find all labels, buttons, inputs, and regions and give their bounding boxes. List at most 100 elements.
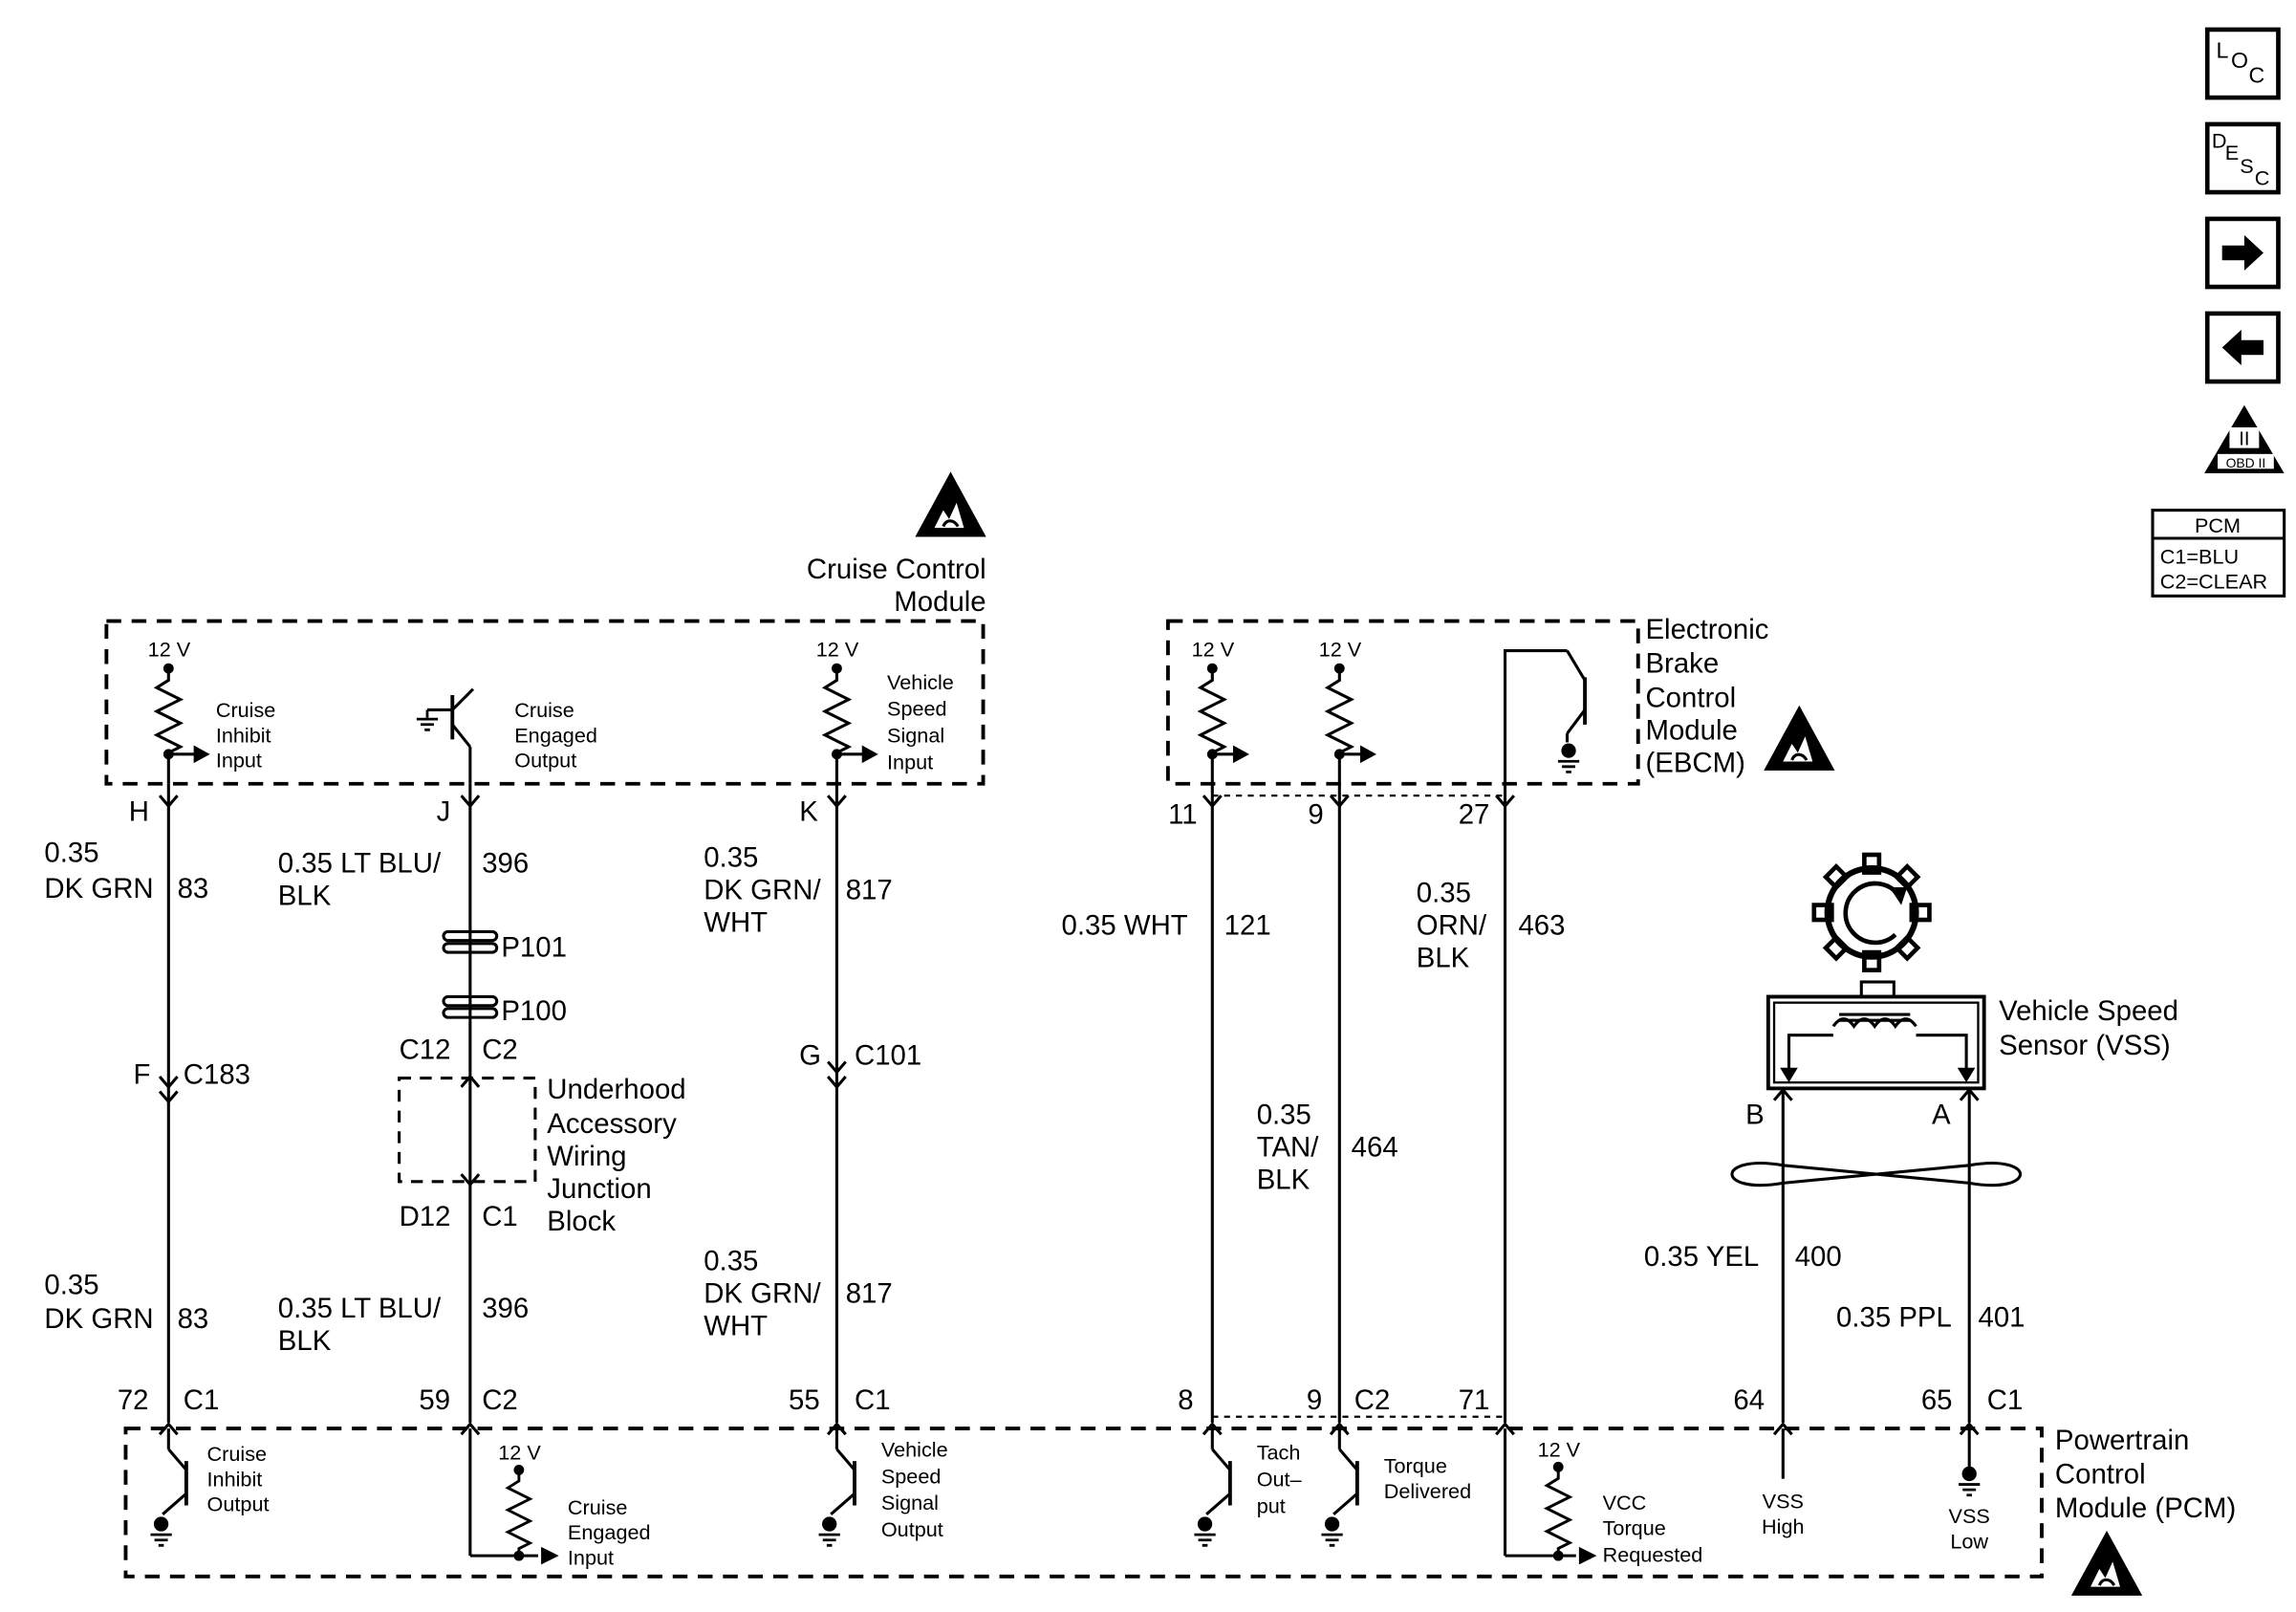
svg-text:C1: C1 [184,1384,220,1416]
svg-text:Cruise: Cruise [514,698,574,722]
svg-text:E: E [2225,141,2239,164]
ebcm-title-1: Electronic [1645,614,1768,645]
svg-text:Output: Output [881,1517,943,1541]
svg-text:0.35 WHT: 0.35 WHT [1062,910,1188,942]
svg-text:Cruise: Cruise [568,1495,628,1519]
obd-ii-button[interactable]: II OBD II [2204,404,2285,473]
svg-text:Output: Output [207,1492,270,1516]
svg-text:BLK: BLK [278,1325,332,1357]
svg-text:9: 9 [1308,799,1323,831]
svg-text:Delivered: Delivered [1384,1479,1471,1503]
ccm-title-2: Module [894,586,986,618]
ebcm-pullups: 12 V 12 V [1192,638,1587,784]
pcm-torque-delivered: Torque Delivered [1319,1428,1471,1547]
svg-text:0.35 LT BLU/: 0.35 LT BLU/ [278,848,442,880]
left-arrow-icon [2221,329,2264,366]
svg-text:401: 401 [1978,1301,2025,1333]
svg-text:C12: C12 [400,1034,451,1065]
svg-text:C101: C101 [855,1040,921,1072]
pcm-vss-low: VSS Low [1949,1428,1990,1553]
svg-text:C2: C2 [482,1384,518,1416]
pcm-pin-labels: 72 C1 59 C2 55 C1 8 9 C2 71 64 65 C1 [118,1384,2023,1416]
svg-text:Torque: Torque [1384,1454,1447,1478]
pcm-module: Powertrain Control Module (PCM) [123,1425,2236,1598]
desc-button[interactable]: D E S C [2204,121,2281,195]
svg-text:0.35: 0.35 [704,841,758,873]
svg-text:F: F [134,1059,151,1091]
wire-463 [1495,783,1515,1436]
svg-text:Speed: Speed [881,1464,942,1488]
svg-text:BLK: BLK [1417,943,1470,974]
connector-c101: G C101 [799,1040,921,1072]
svg-text:0.35: 0.35 [1257,1099,1311,1130]
ebcm-title-4: Module [1645,714,1737,746]
svg-text:D: D [2212,129,2227,153]
right-arrow-icon [2221,234,2264,272]
svg-text:11: 11 [1168,799,1198,831]
loc-button[interactable]: L O C [2204,27,2281,100]
svg-text:72: 72 [118,1384,149,1416]
svg-text:High: High [1762,1514,1805,1538]
svg-text:463: 463 [1518,910,1565,942]
pin-labels-top: H J K 11 9 27 [129,795,1490,830]
svg-text:Out–: Out– [1257,1467,1303,1491]
svg-text:27: 27 [1459,799,1490,831]
wire-83 [158,783,179,1436]
svg-text:Vehicle Speed: Vehicle Speed [1999,995,2178,1027]
svg-text:K: K [799,795,818,827]
svg-text:396: 396 [482,1293,529,1324]
pcm-vcc-torque-requested: 12 V VCC Torque Requested [1503,1428,1702,1566]
svg-text:Inhibit: Inhibit [207,1467,263,1491]
svg-text:C: C [2249,63,2265,88]
wire-464 [1329,783,1350,1436]
svg-text:0.35: 0.35 [44,1269,98,1300]
svg-text:WHT: WHT [704,1311,768,1342]
svg-text:Engaged: Engaged [514,723,597,747]
wire-817 [826,783,847,1436]
svg-text:Output: Output [514,749,576,773]
svg-text:C: C [2255,165,2270,189]
back-arrow-button[interactable] [2204,311,2281,384]
pcm-title-1: Powertrain [2055,1425,2189,1456]
svg-text:817: 817 [846,874,893,905]
svg-text:12 V: 12 V [1319,638,1362,662]
svg-text:Input: Input [568,1545,614,1569]
wire-121 [1202,783,1223,1436]
pcm-title-2: Control [2055,1458,2146,1490]
svg-text:A: A [1932,1099,1951,1130]
ebcm-title-3: Control [1645,682,1736,713]
svg-text:0.35 YEL: 0.35 YEL [1644,1241,1759,1273]
ccm-cruise-engaged-output: Cruise Engaged Output [415,687,597,784]
twisted-pair [1730,1162,2023,1187]
svg-text:C1: C1 [1987,1384,2024,1416]
svg-text:0.35 LT BLU/: 0.35 LT BLU/ [278,1293,442,1324]
underhood-junction-block: C12 C2 D12 C1 Underhood Accessory Wiring… [398,1034,686,1237]
svg-text:Underhood: Underhood [547,1074,685,1105]
wire-396 [460,783,481,1436]
svg-text:D12: D12 [400,1201,451,1232]
svg-text:C2: C2 [482,1034,518,1065]
splice-p101: P101 [442,929,567,964]
forward-arrow-button[interactable] [2204,216,2281,290]
svg-text:0.35 PPL: 0.35 PPL [1836,1301,1952,1333]
ccm-title: Cruise Control [807,554,986,585]
svg-text:Tach: Tach [1257,1441,1301,1465]
svg-text:12 V: 12 V [1192,638,1235,662]
svg-text:Junction: Junction [547,1173,651,1205]
wire-401 [1959,1087,1980,1436]
svg-text:83: 83 [178,1303,209,1335]
svg-text:II: II [2239,429,2249,450]
connector-c183: F C183 [134,1059,251,1091]
svg-text:Torque: Torque [1603,1515,1666,1539]
pcm-cruise-engaged-input: 12 V Cruise Engaged Input [468,1428,651,1569]
svg-text:0.35: 0.35 [44,838,98,869]
svg-text:64: 64 [1733,1384,1765,1416]
svg-text:C1: C1 [855,1384,891,1416]
pcm-vss-output: Vehicle Speed Signal Output [817,1428,948,1547]
svg-text:0.35: 0.35 [704,1246,758,1277]
svg-text:12 V: 12 V [1538,1437,1581,1461]
svg-text:Accessory: Accessory [547,1108,677,1140]
svg-text:O: O [2231,48,2248,73]
